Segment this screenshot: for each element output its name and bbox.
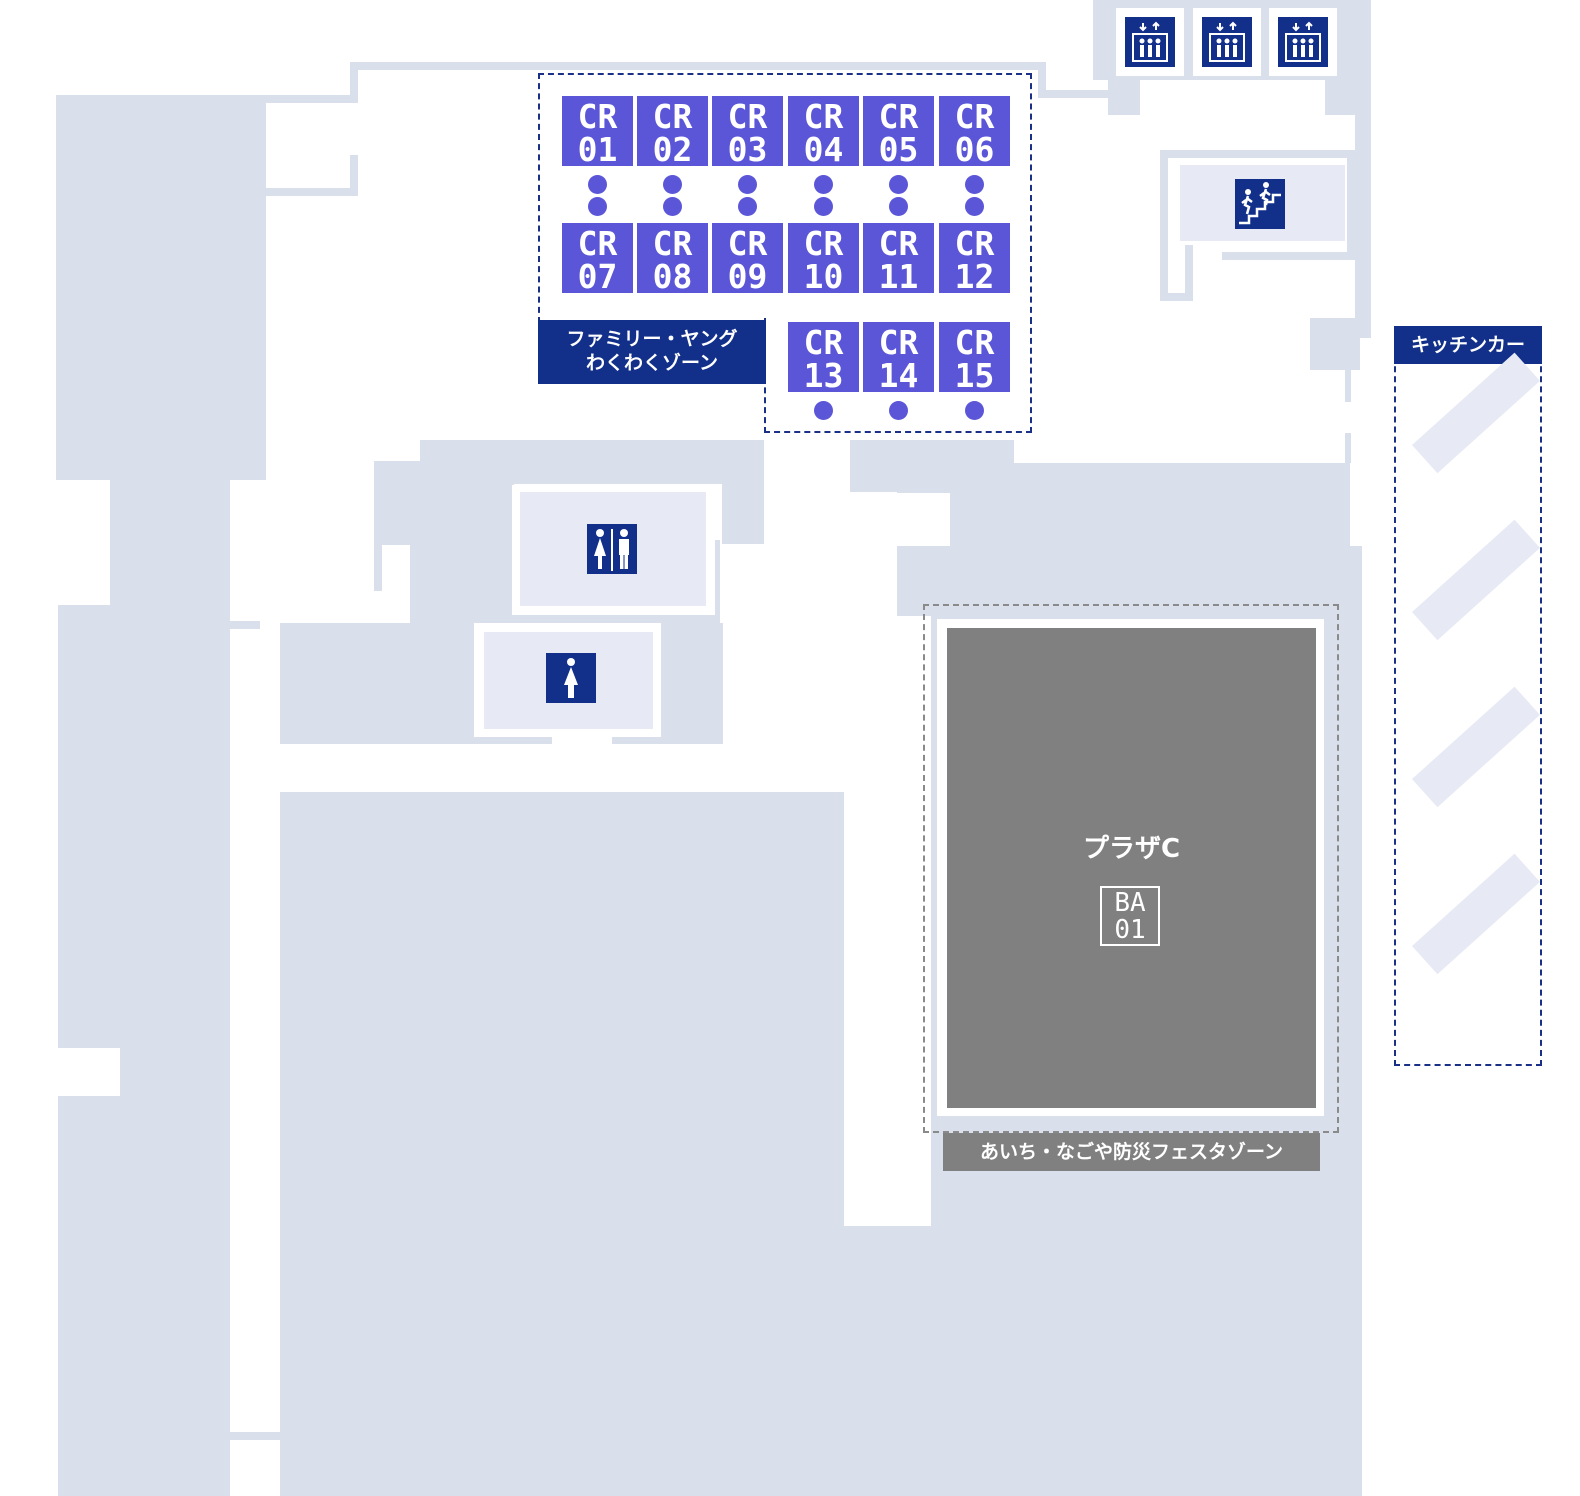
wall-mid-d — [722, 484, 764, 544]
family-zone-outline-top — [538, 73, 1032, 323]
booth-dot — [965, 197, 984, 216]
wall-top-frame7 — [1038, 90, 1133, 98]
booth-dot — [738, 175, 757, 194]
booth-dot — [814, 401, 833, 420]
wall-right-pillar — [1310, 318, 1360, 370]
elevator-icon[interactable] — [1125, 17, 1175, 67]
bousai-zone-outline — [923, 604, 1339, 1133]
wall-rc-c — [950, 463, 1350, 553]
stairs-icon[interactable] — [1235, 179, 1285, 229]
booth-dot — [738, 197, 757, 216]
wall-left-column — [56, 95, 266, 480]
wall-left-inner — [110, 480, 230, 610]
aisle-gap — [844, 616, 931, 1226]
booth-dot — [965, 401, 984, 420]
restroom-icon[interactable] — [587, 524, 637, 574]
wall-stair-frame6 — [1347, 150, 1355, 260]
elevator-icon[interactable] — [1278, 17, 1328, 67]
wall-top-frame3 — [350, 62, 358, 102]
elevator-icon[interactable] — [1202, 17, 1252, 67]
wall-top-frame4 — [350, 155, 358, 195]
booth-ba01[interactable]: BA 01 — [1100, 886, 1160, 946]
booth-dot — [965, 175, 984, 194]
wall-right-edge — [1355, 80, 1371, 338]
wall-top-frame — [232, 95, 358, 103]
booth-dot — [814, 197, 833, 216]
womens-restroom-icon[interactable] — [546, 653, 596, 703]
wall-left-notch — [120, 1045, 230, 1100]
booth-dot — [889, 197, 908, 216]
booth-dot — [588, 197, 607, 216]
wall-left-strip — [230, 621, 260, 629]
booth-dot — [588, 175, 607, 194]
booth-dot — [814, 175, 833, 194]
gap-rc — [905, 493, 949, 546]
gap-white — [382, 545, 410, 591]
wall-stair-frame2 — [1160, 150, 1168, 300]
wall-top-frame6 — [1038, 62, 1046, 97]
wall-stair-frame — [1160, 150, 1355, 158]
booth-dot — [889, 401, 908, 420]
wall-right-thin2 — [1345, 433, 1351, 463]
wall-stair-frame4 — [1185, 245, 1193, 301]
womens-door-gap — [552, 729, 612, 745]
family-zone-label-line1: ファミリー・ヤング — [566, 328, 738, 350]
plaza-c[interactable]: プラザC BA 01 — [947, 628, 1316, 1108]
plaza-c-title: プラザC — [1082, 834, 1181, 864]
wall-elevator-left — [1108, 70, 1140, 115]
wall-top-frame2 — [266, 188, 358, 196]
booth-dot — [663, 197, 682, 216]
wall-left-bottom — [58, 1096, 230, 1496]
family-zone-label: ファミリー・ヤング わくわくゾーン — [538, 320, 766, 384]
wall-top-frame5 — [350, 62, 1045, 70]
wall-left-lower — [58, 605, 230, 1048]
wall-big-middle — [844, 1226, 904, 1496]
wall-right-thin — [1345, 370, 1351, 402]
booth-dot — [663, 175, 682, 194]
booth-dot — [889, 175, 908, 194]
wall-big-left — [280, 792, 844, 1496]
wall-left-strip2 — [230, 1432, 280, 1440]
bousai-zone-label: あいち・なごや防災フェスタゾーン — [943, 1133, 1320, 1171]
family-zone-label-line2: わくわくゾーン — [585, 352, 719, 374]
wall-stair-frame5 — [1222, 252, 1355, 260]
wall-stair-frame3 — [1160, 293, 1192, 301]
